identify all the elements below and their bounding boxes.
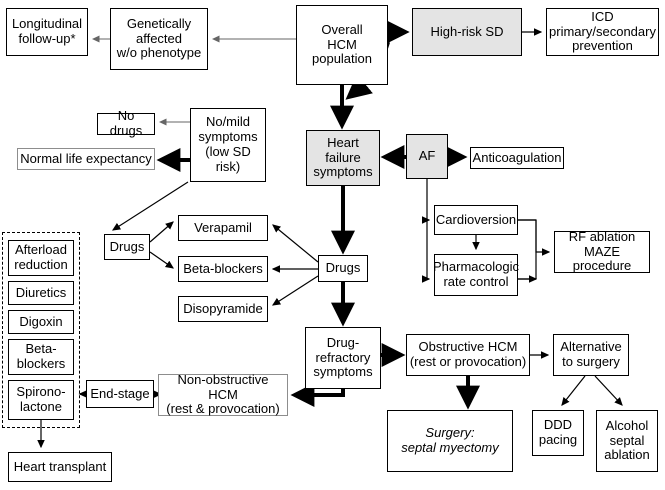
node-af[interactable]: AF <box>406 134 448 179</box>
node-label: Verapamil <box>194 219 252 235</box>
node-normallife[interactable]: Normal life expectancy <box>17 148 155 170</box>
node-cardioversion[interactable]: Cardioversion <box>434 205 518 235</box>
node-label: Drugs <box>109 238 145 254</box>
node-label: Heart transplant <box>13 458 107 474</box>
node-label: End-stage <box>90 385 150 401</box>
node-label: Disopyramide <box>183 300 263 316</box>
node-label: No drugs <box>109 108 143 138</box>
node-endstage[interactable]: End-stage <box>86 380 154 408</box>
node-label: Normal life expectancy <box>20 150 152 166</box>
node-drugsleft[interactable]: Drugs <box>104 234 150 260</box>
node-label: Non-obstructive HCM(rest & provocation) <box>166 371 280 417</box>
node-nonobstr[interactable]: Non-obstructive HCM(rest & provocation) <box>158 371 288 417</box>
node-label: AF <box>418 148 436 164</box>
node-label: Beta-blockers <box>183 260 263 276</box>
node-label: Beta-blockers <box>16 341 66 371</box>
node-nodrugs[interactable]: No drugs <box>97 108 155 138</box>
node-anticoag[interactable]: Anticoagulation <box>470 147 564 169</box>
node-surgery[interactable]: Surgery:septal myectomy <box>387 410 513 472</box>
node-label: High-risk SD <box>430 23 504 39</box>
node-drugsmid[interactable]: Drugs <box>318 255 368 282</box>
node-disopyramide[interactable]: Disopyramide <box>178 296 268 322</box>
node-label: Surgery:septal myectomy <box>401 425 499 455</box>
node-label: Obstructive HCM(rest or provocation) <box>409 339 527 369</box>
node-betablockers[interactable]: Beta-blockers <box>178 256 268 282</box>
node-hearttx[interactable]: Heart transplant <box>8 452 112 482</box>
node-obstructive[interactable]: Obstructive HCM(rest or provocation) <box>406 334 530 376</box>
node-label: Diuretics <box>15 284 67 300</box>
node-digoxin[interactable]: Digoxin <box>8 310 74 334</box>
node-highrisk[interactable]: High-risk SD <box>412 8 522 56</box>
node-label: Cardioversion <box>435 211 517 227</box>
node-label: Digoxin <box>19 313 63 329</box>
node-label: Anticoagulation <box>472 149 562 165</box>
node-verapamil[interactable]: Verapamil <box>178 215 268 241</box>
node-label: Spirono-lactone <box>16 384 66 414</box>
node-diuretics[interactable]: Diuretics <box>8 281 74 305</box>
node-betabl2[interactable]: Beta-blockers <box>8 339 74 375</box>
node-label: Drugs <box>325 260 361 276</box>
node-spirono[interactable]: Spirono-lactone <box>8 380 74 420</box>
